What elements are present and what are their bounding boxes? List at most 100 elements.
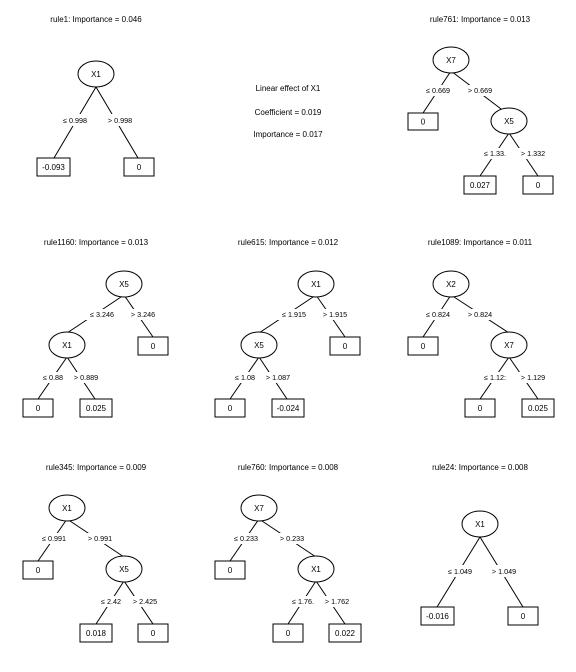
leaf-inner-right-value: 0.022 [335, 629, 356, 638]
root-node [77, 60, 115, 88]
label-bg [464, 309, 496, 320]
rule1160-panel: rule1160: Importance = 0.013 ≤ 3.246 > 3… [22, 238, 169, 418]
split-label-left: ≤ 0.669 [426, 86, 450, 95]
leaf-inner-right [522, 175, 554, 195]
label-bg [129, 596, 161, 607]
split-label-left: ≤ 1.049 [448, 567, 472, 576]
split-label-right: > 0.233 [280, 534, 304, 543]
split-label-left: ≤ 1.915 [282, 310, 306, 319]
label-bg [232, 372, 258, 383]
panel-title: rule24: Importance = 0.008 [432, 463, 528, 472]
leaf-inner-left [214, 398, 246, 418]
inner-node [297, 555, 335, 583]
label-bg [517, 372, 549, 383]
leaf-inner-left-value: 0.018 [86, 629, 107, 638]
leaf-inner-right [137, 623, 169, 643]
rule615-panel: rule615: Importance = 0.012 ≤ 1.915 > 1.… [214, 238, 361, 418]
label-bg [423, 85, 453, 96]
split-label-right: > 1.332 [521, 149, 545, 158]
split-label-left: ≤ 1.76. [292, 597, 314, 606]
split-label-left: ≤ 1.33. [484, 149, 506, 158]
rule760-panel: rule760: Importance = 0.008 ≤ 0.233 > 0.… [214, 463, 362, 643]
split-label-right: > 2.425 [133, 597, 157, 606]
leaf-inner-left [463, 175, 497, 195]
rule761-panel: rule761: Importance = 0.013 ≤ 0.669 > 0.… [407, 15, 554, 195]
leaf-inner-right [271, 398, 305, 418]
panel-title: rule760: Importance = 0.008 [238, 463, 339, 472]
leaf-left [407, 336, 439, 356]
root-node-label: X1 [62, 504, 72, 513]
inner-node [105, 555, 143, 583]
label-bg [86, 309, 118, 320]
split-label-right: > 1.087 [266, 373, 290, 382]
panel-title: rule345: Importance = 0.009 [46, 463, 147, 472]
root-node [240, 494, 278, 522]
rule1089-panel: rule1089: Importance = 0.011 ≤ 0.824 > 0… [407, 238, 555, 418]
label-bg [464, 85, 496, 96]
split-label-left: ≤ 0.824 [426, 310, 450, 319]
label-bg [84, 533, 116, 544]
split-label-right: > 0.824 [468, 310, 492, 319]
linear-effect-heading: Linear effect of X1 [256, 84, 321, 93]
split-label-right: > 1.915 [323, 310, 347, 319]
leaf-left [420, 606, 455, 626]
label-bg [278, 309, 310, 320]
inner-node-label: X1 [311, 565, 321, 574]
leaf-right-value: 0 [137, 163, 142, 172]
linear-effect-coefficient: Coefficient = 0.019 [255, 108, 322, 117]
split-label-left: ≤ 1.12: [484, 373, 506, 382]
root-node [48, 494, 86, 522]
leaf-inner-left-value: 0 [36, 404, 41, 413]
label-bg [262, 372, 294, 383]
root-node-label: X5 [119, 280, 129, 289]
inner-node [48, 331, 86, 359]
root-node [297, 270, 335, 298]
inner-node-label: X5 [119, 565, 129, 574]
leaf-left-value: 0 [421, 118, 426, 127]
root-node [432, 270, 470, 298]
leaf-inner-right [328, 623, 362, 643]
label-bg [289, 596, 317, 607]
split-label-right: > 0.991 [88, 534, 112, 543]
split-label-right: > 1.129 [521, 373, 545, 382]
root-node [432, 46, 470, 74]
leaf-right [507, 606, 539, 626]
split-label-right: > 0.998 [108, 116, 132, 125]
inner-node-label: X1 [62, 341, 72, 350]
root-node-label: X2 [446, 280, 456, 289]
leaf-inner-left-value: 0 [478, 404, 483, 413]
linear-effect-importance: Importance = 0.017 [253, 130, 323, 139]
leaf-left-value: 0 [228, 566, 233, 575]
split-label-left: ≤ 0.88 [43, 373, 63, 382]
label-bg [40, 372, 66, 383]
label-bg [276, 533, 308, 544]
leaf-left-value: -0.016 [426, 612, 449, 621]
leaf-inner-right-value: -0.024 [277, 404, 300, 413]
split-label-left: ≤ 2.42 [101, 597, 121, 606]
label-bg [231, 533, 261, 544]
leaf-left-value: 0 [421, 342, 426, 351]
inner-node-label: X7 [504, 341, 514, 350]
root-node-label: X7 [446, 56, 456, 65]
leaf-left-value: 0 [36, 566, 41, 575]
root-node [461, 510, 499, 538]
leaf-right [123, 157, 155, 177]
rule1-panel: rule1: Importance = 0.046 ≤ 0.998 > 0.99… [36, 15, 155, 177]
inner-node [490, 331, 528, 359]
leaf-inner-left-value: 0 [228, 404, 233, 413]
label-bg [423, 309, 453, 320]
split-label-right: > 0.669 [468, 86, 492, 95]
inner-node [490, 107, 528, 135]
leaf-inner-right-value: 0 [536, 181, 541, 190]
leaf-inner-left [464, 398, 496, 418]
label-bg [103, 114, 137, 126]
inner-node-label: X5 [504, 117, 514, 126]
rule345-panel: rule345: Importance = 0.009 ≤ 0.991 > 0.… [22, 463, 169, 643]
leaf-right [329, 336, 361, 356]
split-label-left: ≤ 3.246 [90, 310, 114, 319]
label-bg [39, 533, 69, 544]
leaf-left [22, 560, 54, 580]
rule24-panel: rule24: Importance = 0.008 ≤ 1.049 > 1.0… [420, 463, 539, 626]
leaf-inner-left-value: 0 [286, 629, 291, 638]
